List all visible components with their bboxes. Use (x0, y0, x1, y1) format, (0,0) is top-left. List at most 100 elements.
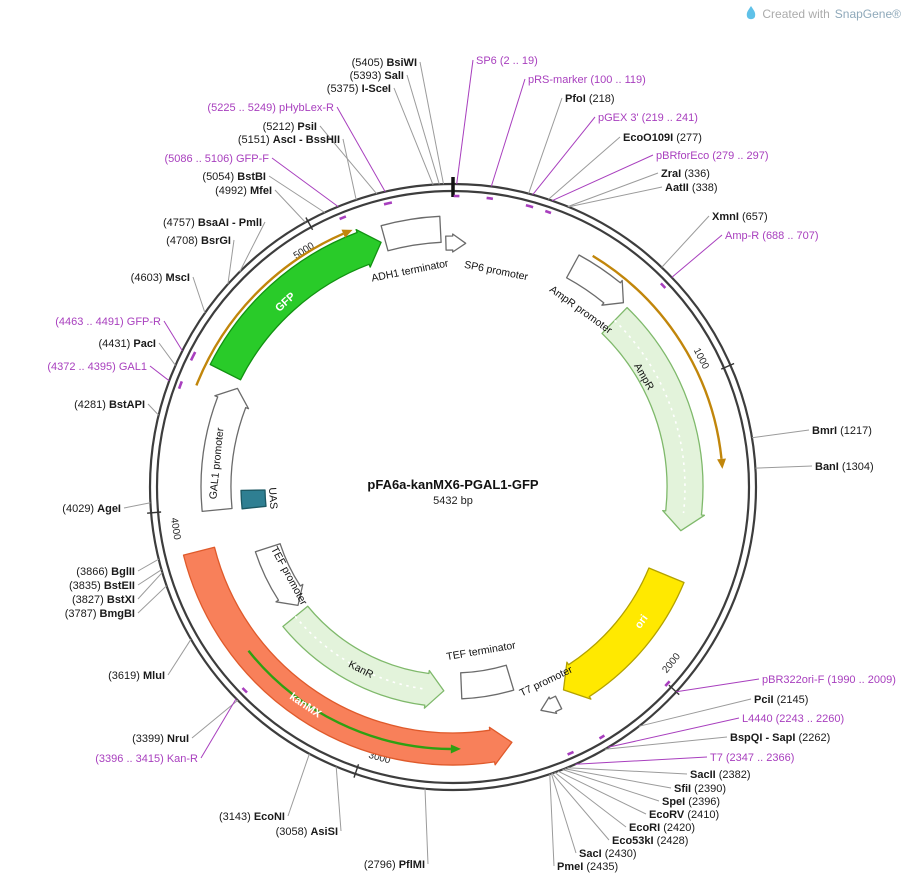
primer-label-amp-r[interactable]: Amp-R (688 .. 707) (725, 230, 819, 242)
feature-tef-promoter[interactable] (254, 543, 304, 607)
leader-ecoo109i (548, 136, 621, 200)
site-label-bstxi[interactable]: (3827) BstXI (72, 594, 135, 606)
site-label-xmni[interactable]: XmnI (657) (712, 211, 768, 223)
site-label-zrai[interactable]: ZraI (336) (661, 168, 710, 180)
site-label-eco53ki[interactable]: Eco53kI (2428) (612, 835, 688, 847)
site-label-bstbi[interactable]: (5054) BstBI (202, 171, 266, 183)
site-label-sfii[interactable]: SfiI (2390) (674, 783, 726, 795)
site-label-bmri[interactable]: BmrI (1217) (812, 425, 872, 437)
primer-label-gfp-f[interactable]: (5086 .. 5106) GFP-F (164, 153, 269, 165)
leader-pmei (549, 774, 555, 867)
feature-kanr[interactable] (282, 605, 445, 709)
feature-translation-dashes-kanr (294, 615, 428, 691)
primer-label-l4440[interactable]: L4440 (2243 .. 2260) (742, 713, 844, 725)
site-label-pcii[interactable]: PciI (2145) (754, 694, 808, 706)
leader-bsaai-pmli (239, 221, 266, 273)
leader-pcii (638, 698, 752, 727)
site-label-bstapi[interactable]: (4281) BstAPI (74, 399, 145, 411)
feature-label-uas[interactable]: UAS (266, 487, 279, 509)
leader-pfoi (528, 97, 563, 194)
leader-econi (287, 753, 310, 817)
feature-label-tef-terminator[interactable]: TEF terminator (445, 639, 517, 663)
leader-pbr322ori-f (676, 678, 760, 693)
leader-pflmi (424, 788, 429, 865)
site-label-sali[interactable]: (5393) SalI (350, 70, 404, 82)
primer-label-sp6[interactable]: SP6 (2 .. 19) (476, 55, 538, 67)
primer-label-pbr322ori-f[interactable]: pBR322ori-F (1990 .. 2009) (762, 674, 896, 686)
site-label-asisi[interactable]: (3058) AsiSI (276, 826, 338, 838)
site-label-msci[interactable]: (4603) MscI (131, 272, 190, 284)
site-label-nrui[interactable]: (3399) NruI (132, 733, 189, 745)
feature-label-adh1-terminator[interactable]: ADH1 terminator (370, 257, 450, 284)
site-label-bsteii[interactable]: (3835) BstEII (69, 580, 135, 592)
primer-label-pgex-3[interactable]: pGEX 3' (219 .. 241) (598, 112, 698, 124)
leader-nrui (191, 699, 239, 739)
leader-bstxi (137, 572, 163, 600)
leader-bspqi-sapi (604, 736, 728, 750)
site-label-i-scei[interactable]: (5375) I-SceI (327, 83, 391, 95)
primer-label-t7[interactable]: T7 (2347 .. 2366) (710, 752, 794, 764)
site-label-bspqi-sapi[interactable]: BspQI - SapI (2262) (730, 732, 830, 744)
site-label-spei[interactable]: SpeI (2396) (662, 796, 720, 808)
primer-mark-amp-r (659, 282, 667, 289)
leader-aatii (568, 186, 663, 208)
feature-gfp[interactable] (209, 228, 382, 381)
primer-label-gfp-r[interactable]: (4463 .. 4491) GFP-R (55, 316, 161, 328)
site-label-mlui[interactable]: (3619) MluI (108, 670, 165, 682)
primer-label-gal1[interactable]: (4372 .. 4395) GAL1 (47, 361, 147, 373)
site-label-ecoo109i[interactable]: EcoO109I (277) (623, 132, 702, 144)
feature-t7-promoter[interactable] (540, 695, 563, 715)
site-label-ecorv[interactable]: EcoRV (2410) (649, 809, 719, 821)
feature-gal1-promoter[interactable] (200, 387, 250, 513)
feature-uas[interactable] (240, 489, 267, 510)
site-label-pmei[interactable]: PmeI (2435) (557, 861, 618, 873)
site-label-ecori[interactable]: EcoRI (2420) (629, 822, 695, 834)
primer-label-pbrforeco[interactable]: pBRforEco (279 .. 297) (656, 150, 769, 162)
arc-ampr-gene-arc (592, 254, 723, 460)
leader-zrai (567, 172, 659, 208)
feature-label-sp6-promoter[interactable]: SP6 promoter (463, 259, 529, 284)
primer-mark-gal1 (177, 380, 184, 390)
feature-sp6-promoter[interactable] (445, 233, 467, 253)
primer-mark-phyblex-r (383, 201, 393, 206)
leader-sp6 (456, 59, 474, 185)
arc-head-kanr-orf-arc (450, 744, 461, 754)
site-label-bsrgi[interactable]: (4708) BsrGI (166, 235, 231, 247)
leader-gfp-r (163, 320, 183, 352)
primer-mark-l4440 (598, 734, 606, 740)
leader-bmgbi (137, 585, 167, 614)
position-label-1000: 1000 (691, 346, 711, 371)
leader-ecori (554, 772, 627, 828)
site-label-saci[interactable]: SacI (2430) (579, 848, 637, 860)
leader-gfp-f (271, 157, 339, 208)
site-label-bmgbi[interactable]: (3787) BmgBI (65, 608, 135, 620)
site-label-econi[interactable]: (3143) EcoNI (219, 811, 285, 823)
leader-pgex-3 (532, 116, 596, 196)
site-label-psii[interactable]: (5212) PsiI (263, 121, 317, 133)
feature-ori[interactable] (562, 567, 685, 700)
feature-ampr-promoter[interactable] (565, 254, 625, 306)
site-label-bani[interactable]: BanI (1304) (815, 461, 874, 473)
feature-adh1-terminator[interactable] (380, 215, 442, 252)
feature-kanmx[interactable] (182, 546, 513, 766)
site-label-pflmi[interactable]: (2796) PflMI (364, 859, 425, 871)
site-label-aatii[interactable]: AatII (338) (665, 182, 718, 194)
site-label-asci-bsshii[interactable]: (5151) AscI - BssHII (238, 134, 340, 146)
arc-gfp-gene-arc (195, 232, 344, 386)
primer-label-kan-r[interactable]: (3396 .. 3415) Kan-R (95, 753, 198, 765)
leader-bstbi (268, 175, 325, 213)
site-label-bglii[interactable]: (3866) BglII (76, 566, 135, 578)
primer-label-prs-marker[interactable]: pRS-marker (100 .. 119) (528, 74, 646, 86)
primer-label-phyblex-r[interactable]: (5225 .. 5249) pHybLex-R (207, 102, 334, 114)
feature-tef-terminator[interactable] (460, 664, 515, 700)
feature-ampr[interactable] (601, 306, 706, 532)
site-label-sacii[interactable]: SacII (2382) (690, 769, 751, 781)
position-label-2000: 2000 (660, 651, 683, 676)
site-label-bsiwi[interactable]: (5405) BsiWI (352, 57, 417, 69)
site-label-pfoi[interactable]: PfoI (218) (565, 93, 615, 105)
site-label-agei[interactable]: (4029) AgeI (62, 503, 121, 515)
site-label-paci[interactable]: (4431) PacI (99, 338, 157, 350)
leader-bmri (751, 429, 810, 439)
site-label-bsaai-pmli[interactable]: (4757) BsaAI - PmlI (163, 217, 262, 229)
site-label-mfei[interactable]: (4992) MfeI (215, 185, 272, 197)
